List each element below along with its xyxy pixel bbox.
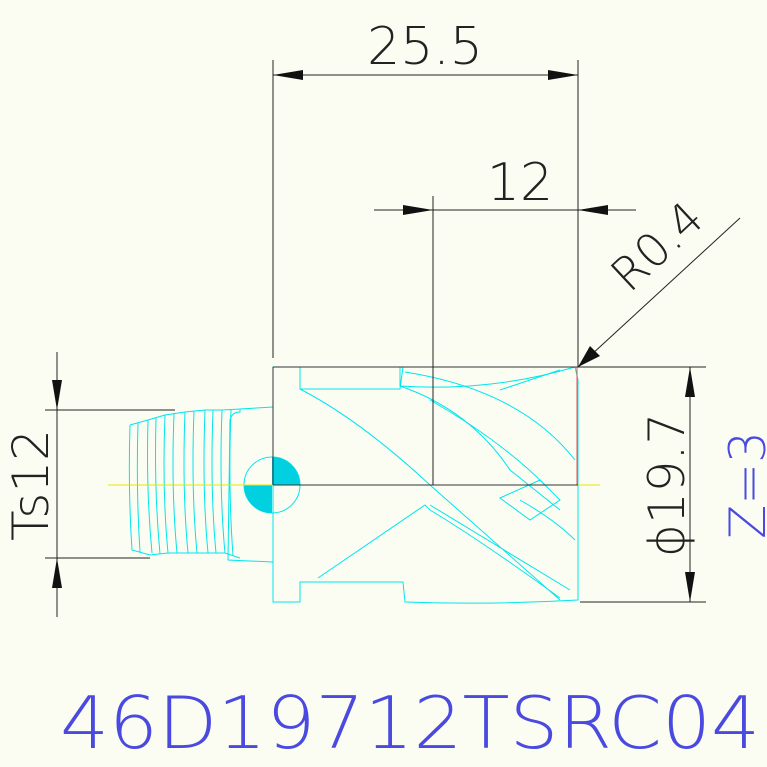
head-length-label: 12 xyxy=(487,153,553,213)
overall-length-label: 25.5 xyxy=(367,17,483,77)
part-number: 46D19712TSRC04 xyxy=(60,681,760,765)
top-recess xyxy=(299,366,404,390)
thread-profile xyxy=(128,408,241,559)
flute-curve-2 xyxy=(399,385,561,511)
corner-radius-label: R0.4 xyxy=(600,191,714,302)
flute-curve-3 xyxy=(404,371,576,461)
flute-curve-4 xyxy=(429,399,546,486)
diameter-label: ϕ19.7 xyxy=(638,413,696,557)
thread-label: Ts12 xyxy=(2,429,60,541)
flute-curve-1 xyxy=(299,388,431,486)
lower-gash xyxy=(499,479,561,521)
right-edge-detail xyxy=(499,369,576,541)
head-outline xyxy=(272,366,579,604)
cutting-edge-lower xyxy=(429,484,571,601)
flank-box xyxy=(432,366,578,486)
flutes-label: Z=3 xyxy=(719,431,767,539)
dimension-arrows xyxy=(52,70,695,602)
center-mark xyxy=(244,457,300,513)
shank-outline xyxy=(227,406,274,563)
lower-flute xyxy=(317,504,561,599)
dimension-lines xyxy=(45,60,741,617)
